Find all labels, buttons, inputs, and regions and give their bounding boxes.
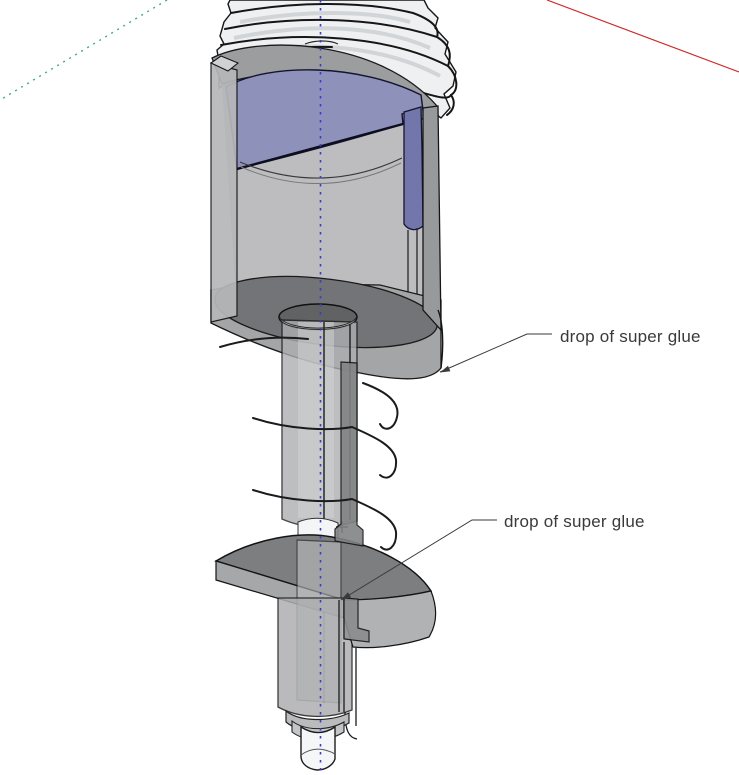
rim-notch: [304, 40, 339, 45]
inner-sleeve-face: [403, 106, 424, 231]
leader-line-1: [439, 333, 552, 373]
left-wall-top-facet: [209, 55, 240, 72]
leader-arrow-1: [440, 365, 451, 373]
tip-rod-white: [300, 725, 336, 771]
right-wall: [422, 105, 442, 332]
annotation-text-1: drop of super glue: [560, 327, 701, 346]
annotation-glue-2[interactable]: drop of super glue: [340, 512, 645, 601]
nozzle-tip[interactable]: [285, 709, 350, 771]
hole-seat-crescent: [279, 316, 357, 331]
spring[interactable]: [219, 336, 399, 551]
inner-ledge-arc: [239, 157, 403, 179]
right-wall-edge: [437, 309, 444, 369]
leader-arrow-2: [341, 592, 352, 600]
spring-coil: [252, 417, 398, 479]
annotation-glue-1[interactable]: drop of super glue: [439, 327, 701, 373]
plunger-tube[interactable]: [279, 316, 358, 703]
spring-coil: [362, 382, 399, 430]
inner-ledge-arc2: [240, 162, 402, 184]
red-axis-line: [546, 0, 739, 73]
leader-line-2: [340, 519, 497, 601]
hub-tube: [277, 597, 353, 718]
tip-bottom-arc: [300, 748, 336, 756]
spring-coil: [252, 489, 398, 551]
left-wall: [210, 62, 238, 323]
cap-body-section[interactable]: [209, 40, 444, 380]
green-axis-line: [0, 0, 168, 101]
annotation-text-2: drop of super glue: [504, 512, 645, 531]
tube-highlight: [298, 322, 334, 518]
spring-coil: [219, 336, 309, 348]
